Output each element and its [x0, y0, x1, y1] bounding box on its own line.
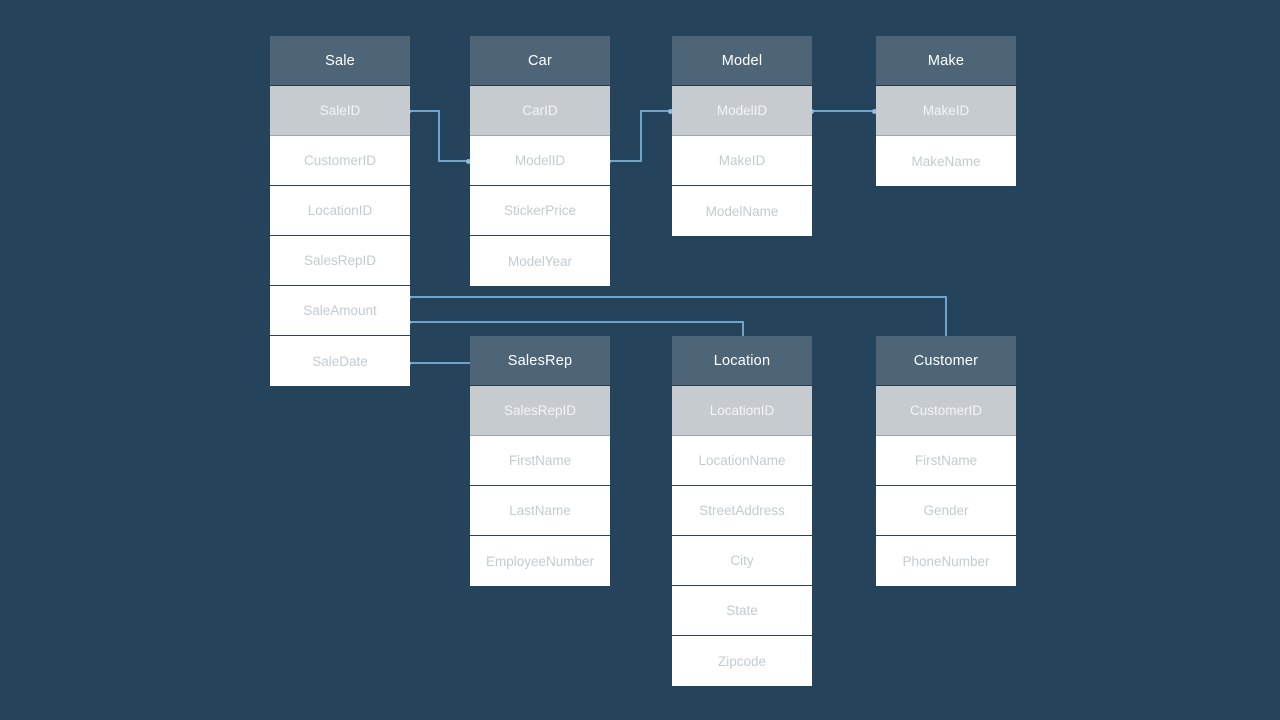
connector-sale-car-seg3 — [438, 160, 470, 162]
connector-endpoint-model-modelid-left — [668, 108, 673, 114]
table-header-sale: Sale — [270, 36, 410, 86]
connector-car-model-seg3 — [640, 110, 672, 112]
connector-car-model-seg2 — [640, 110, 642, 162]
connector-sale-location-seg1 — [410, 321, 744, 323]
primary-key-row-salesrep-0[interactable]: SalesRepID — [470, 386, 610, 436]
field-row-customer-3[interactable]: PhoneNumber — [876, 536, 1016, 586]
field-row-sale-1[interactable]: CustomerID — [270, 136, 410, 186]
field-row-salesrep-2[interactable]: LastName — [470, 486, 610, 536]
field-row-model-1[interactable]: MakeID — [672, 136, 812, 186]
field-row-location-4[interactable]: State — [672, 586, 812, 636]
primary-key-row-car-0[interactable]: CarID — [470, 86, 610, 136]
table-header-car: Car — [470, 36, 610, 86]
connector-endpoint-make-makeid — [872, 108, 877, 114]
field-row-car-1[interactable]: ModelID — [470, 136, 610, 186]
field-row-sale-2[interactable]: LocationID — [270, 186, 410, 236]
connector-model-make — [812, 110, 876, 112]
primary-key-row-make-0[interactable]: MakeID — [876, 86, 1016, 136]
primary-key-row-sale-0[interactable]: SaleID — [270, 86, 410, 136]
field-row-make-1[interactable]: MakeName — [876, 136, 1016, 186]
field-row-location-2[interactable]: StreetAddress — [672, 486, 812, 536]
field-row-customer-1[interactable]: FirstName — [876, 436, 1016, 486]
table-header-location: Location — [672, 336, 812, 386]
table-header-make: Make — [876, 36, 1016, 86]
connector-sale-car-seg1 — [410, 110, 440, 112]
field-row-salesrep-3[interactable]: EmployeeNumber — [470, 536, 610, 586]
table-header-salesrep: SalesRep — [470, 336, 610, 386]
field-row-location-1[interactable]: LocationName — [672, 436, 812, 486]
field-row-customer-2[interactable]: Gender — [876, 486, 1016, 536]
field-row-location-3[interactable]: City — [672, 536, 812, 586]
primary-key-row-location-0[interactable]: LocationID — [672, 386, 812, 436]
connector-sale-customer-seg1 — [410, 296, 947, 298]
field-row-salesrep-1[interactable]: FirstName — [470, 436, 610, 486]
field-row-model-2[interactable]: ModelName — [672, 186, 812, 236]
primary-key-row-model-0[interactable]: ModelID — [672, 86, 812, 136]
primary-key-row-customer-0[interactable]: CustomerID — [876, 386, 1016, 436]
table-header-model: Model — [672, 36, 812, 86]
field-row-car-3[interactable]: ModelYear — [470, 236, 610, 286]
field-row-car-2[interactable]: StickerPrice — [470, 186, 610, 236]
connector-sale-salesrep — [410, 362, 470, 364]
field-row-sale-4[interactable]: SaleAmount — [270, 286, 410, 336]
field-row-location-5[interactable]: Zipcode — [672, 636, 812, 686]
connector-sale-location-seg2 — [742, 321, 744, 338]
connector-sale-customer-seg2 — [945, 296, 947, 338]
connector-sale-car-seg2 — [438, 110, 440, 162]
field-row-sale-5[interactable]: SaleDate — [270, 336, 410, 386]
table-header-customer: Customer — [876, 336, 1016, 386]
connector-car-model-seg1 — [610, 160, 642, 162]
field-row-sale-3[interactable]: SalesRepID — [270, 236, 410, 286]
connector-endpoint-car-modelid-left — [466, 158, 471, 164]
